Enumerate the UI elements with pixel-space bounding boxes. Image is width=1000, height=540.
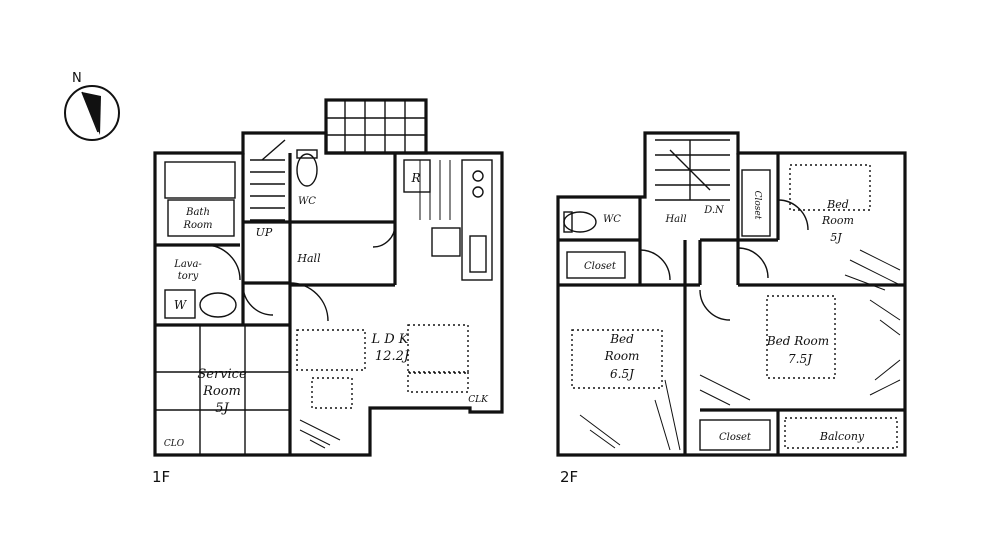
wc-label-1f: WC [298, 196, 316, 207]
dn-label: D.N [703, 205, 725, 216]
floor-2-plan [556, 131, 907, 457]
ldk-label-2: 12.2J [375, 349, 410, 364]
bed-room-ne-label-1: Bed [826, 198, 849, 211]
bath-label-1: Bath [185, 207, 210, 218]
hall-label-2f: Hall [664, 214, 686, 225]
bed-room-ne-label-3: 5J [830, 231, 842, 244]
bath-label-2: Room [182, 220, 212, 231]
bed-room-w-label-3: 6.5J [610, 367, 635, 381]
floor-1-plan [153, 98, 504, 457]
stairs-2f [655, 139, 730, 201]
service-room-label-1: Service [197, 367, 247, 382]
north-label: N [72, 71, 82, 86]
r-mark: R [410, 171, 420, 185]
bed-room-e-label-1: Bed Room [766, 334, 829, 348]
up-label: UP [256, 226, 273, 239]
deck-grid [324, 98, 428, 155]
wc-label-2f: WC [603, 214, 621, 225]
clk-label: CLK [468, 395, 489, 405]
floor-2-label: 2F [560, 468, 578, 486]
service-room-label-3: 5J [215, 401, 229, 416]
floor-1-label: 1F [152, 468, 170, 486]
ldk-label-1: L D K [370, 332, 409, 347]
service-room-label-2: Room [202, 384, 241, 399]
closet-south-label: Closet [719, 432, 752, 443]
hall-label-1f: Hall [296, 252, 321, 265]
bed-room-ne-label-2: Room [821, 214, 854, 227]
bed-room-w-label-1: Bed [609, 332, 634, 346]
tatami-grid [155, 325, 290, 455]
balcony-label: Balcony [819, 430, 865, 443]
w-mark: W [174, 298, 188, 312]
bed-room-e-label-2: 7.5J [788, 352, 813, 366]
lavatory-label-1: Lava- [173, 259, 202, 270]
lavatory-label-2: tory [178, 271, 199, 282]
closet-vertical-label: Closet [752, 191, 762, 220]
north-arrow-icon [64, 85, 120, 141]
clo-label: CLO [164, 439, 185, 449]
closet-west-label: Closet [584, 261, 617, 272]
bed-room-w-label-2: Room [604, 349, 640, 363]
stairs-1f [250, 139, 286, 221]
